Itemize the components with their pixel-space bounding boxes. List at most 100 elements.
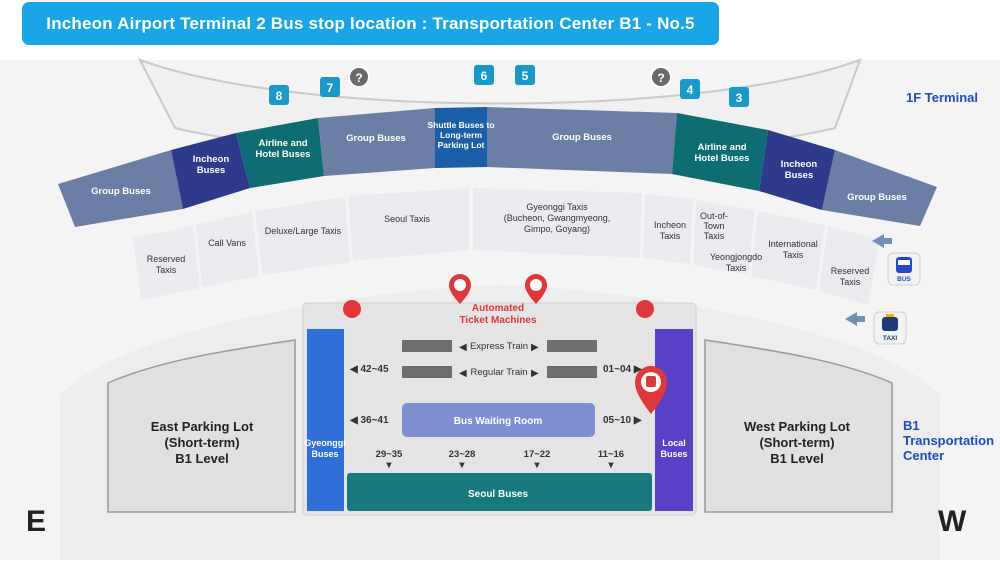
gate-label: 8 bbox=[276, 89, 283, 103]
gate-tile bbox=[474, 65, 494, 85]
label-group-left: Group Buses bbox=[91, 186, 151, 197]
b1-line: Center bbox=[903, 448, 945, 463]
taxi-international bbox=[751, 211, 825, 290]
regular-train-arrow-icon: ▶ bbox=[531, 368, 539, 379]
gyeonggi-buses-bar bbox=[307, 329, 344, 511]
west-parking-lot bbox=[704, 339, 893, 513]
info-icon: ? bbox=[348, 66, 370, 88]
seoul-buses-label: Seoul Buses bbox=[468, 489, 528, 500]
platform-labels: ◀ 42~45 ◀ 36~41 01~04 ▶ 05~10 ▶ bbox=[349, 364, 643, 426]
taxi-seoul bbox=[348, 188, 469, 261]
taxi-incheon bbox=[643, 194, 693, 264]
east-parking-lot bbox=[107, 339, 296, 513]
regular-train-label: Regular Train bbox=[470, 367, 527, 378]
gate-label: 6 bbox=[481, 69, 488, 83]
zone-group-right bbox=[822, 150, 937, 226]
direction-west: W bbox=[938, 505, 967, 538]
gate-tile bbox=[680, 79, 700, 99]
info-icon: ? bbox=[650, 66, 672, 88]
down-arrow-icon: ▼ bbox=[457, 460, 466, 471]
gate-tile bbox=[320, 77, 340, 97]
zone-group-mid-left bbox=[318, 108, 435, 176]
gate-tiles bbox=[269, 65, 749, 107]
current-stop-pin-icon bbox=[635, 366, 667, 414]
bus-waiting-room-label: Bus Waiting Room bbox=[454, 416, 543, 427]
taxi-icon bbox=[873, 311, 907, 345]
down-arrow-icon: ▼ bbox=[384, 460, 393, 471]
taxi-deluxe bbox=[255, 197, 350, 275]
east-parking-label: East Parking Lot(Short-term)B1 Level bbox=[151, 419, 254, 466]
gate-tile bbox=[729, 87, 749, 107]
svg-text:?: ? bbox=[355, 71, 362, 85]
seoul-buses-bar bbox=[347, 473, 652, 511]
gate-label: 5 bbox=[522, 69, 529, 83]
train-platforms bbox=[402, 340, 597, 378]
bus-icon-label: BUS bbox=[897, 276, 911, 283]
express-train-arrow-icon: ◀ bbox=[459, 342, 467, 353]
b1-line: Transportation bbox=[903, 433, 995, 448]
platform-right-top: 01~04 ▶ bbox=[603, 364, 643, 375]
map-title: Incheon Airport Terminal 2 Bus stop loca… bbox=[22, 2, 719, 45]
platform-seoul: 11~16 bbox=[598, 449, 624, 460]
zone-incheon-left bbox=[171, 133, 250, 209]
zone-incheon-right bbox=[759, 130, 835, 210]
escalator-icon bbox=[547, 340, 597, 352]
zone-airline-left bbox=[236, 118, 324, 188]
arrow-left-icon bbox=[845, 312, 865, 326]
ticket-machine-icon bbox=[343, 300, 361, 318]
zone-group-left bbox=[58, 150, 183, 227]
seoul-platform-labels: 29~35 23~28 17~22 11~16 ▼ ▼ ▼ ▼ bbox=[376, 449, 624, 471]
label-deluxe: Deluxe/Large Taxis bbox=[265, 226, 342, 236]
ticket-machine-pin-icon bbox=[525, 274, 547, 304]
label-call-vans: Call Vans bbox=[208, 238, 246, 248]
floor-1f-label: 1F Terminal bbox=[906, 90, 979, 105]
label-group-mid-right: Group Buses bbox=[552, 132, 612, 143]
taxi-reserved-right bbox=[819, 226, 880, 305]
down-arrow-icon: ▼ bbox=[606, 460, 615, 471]
label-group-right: Group Buses bbox=[847, 192, 907, 203]
gate-label: 4 bbox=[687, 83, 694, 97]
platform-seoul: 29~35 bbox=[376, 449, 403, 460]
gate-tile bbox=[515, 65, 535, 85]
west-parking-label: West Parking Lot(Short-term)B1 Level bbox=[744, 419, 851, 466]
direction-east: E bbox=[26, 505, 47, 538]
bus-waiting-room bbox=[402, 403, 595, 437]
ticket-machine-pin-icon bbox=[449, 274, 471, 304]
bus-zones bbox=[58, 107, 937, 227]
taxi-zones bbox=[133, 188, 880, 305]
taxi-icon-label: TAXI bbox=[883, 335, 898, 342]
escalator-icon bbox=[402, 366, 452, 378]
express-train-arrow-icon: ▶ bbox=[531, 342, 539, 353]
bus-icon bbox=[887, 252, 921, 286]
taxi-reserved-left bbox=[133, 226, 200, 300]
platform-seoul: 17~22 bbox=[524, 449, 551, 460]
escalator-icon bbox=[402, 340, 452, 352]
ticket-machine-icon bbox=[636, 300, 654, 318]
zone-airline-right bbox=[672, 113, 768, 191]
express-train-label: Express Train bbox=[470, 341, 528, 352]
gate-labels: 8 7 6 5 4 3 bbox=[276, 69, 743, 105]
zone-group-mid-right bbox=[487, 107, 677, 174]
taxi-out-of-town bbox=[693, 200, 755, 275]
zone-shuttle bbox=[435, 107, 487, 168]
down-arrow-icon: ▼ bbox=[532, 460, 541, 471]
b1-line: B1 bbox=[903, 418, 920, 433]
gate-label: 3 bbox=[736, 91, 743, 105]
b1-center-label: B1 Transportation Center bbox=[903, 418, 994, 463]
arrow-left-icon bbox=[872, 234, 892, 248]
label-seoul-taxis: Seoul Taxis bbox=[384, 214, 430, 224]
